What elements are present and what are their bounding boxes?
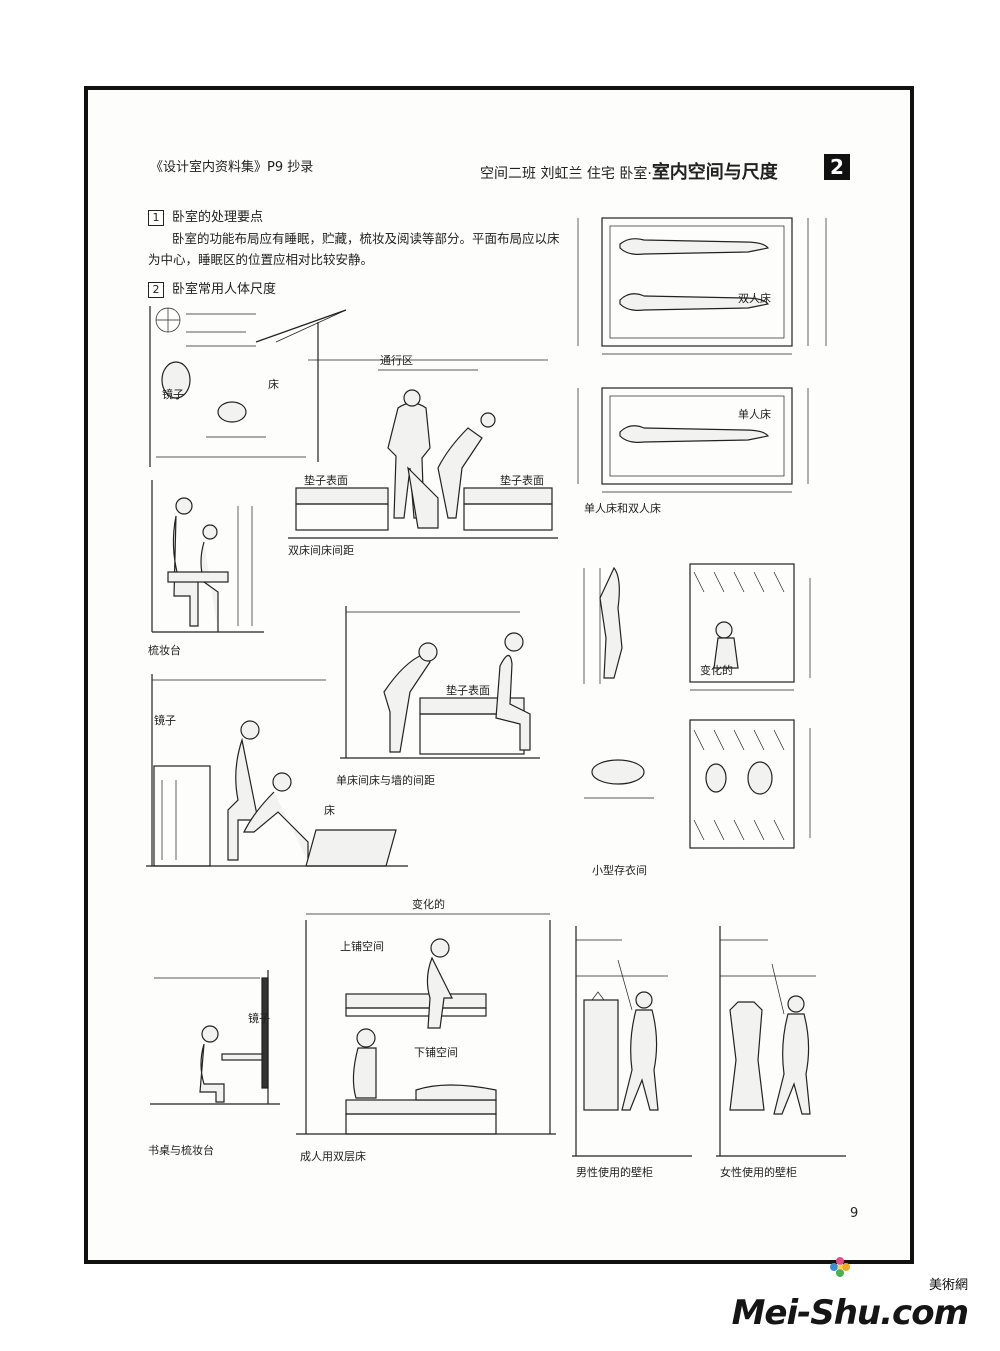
small-wardrobe-drawing	[583, 563, 811, 849]
variable-label-2: 变化的	[412, 898, 445, 911]
mattress-label-3: 垫子表面	[446, 684, 490, 697]
caption-single-bed-wall: 单床间床与墙的间距	[336, 774, 435, 787]
caption-bunk-bed: 成人用双层床	[300, 1150, 366, 1163]
male-wardrobe-drawing	[572, 926, 692, 1157]
document-page: 《设计室内资料集》P9 抄录 空间二班 刘虹兰 住宅 卧室·室内空间与尺度 2 …	[84, 86, 914, 1264]
caption-desk-dressing: 书桌与梳妆台	[148, 1144, 214, 1157]
section-2-number: 2	[148, 282, 164, 298]
section-1-number: 1	[148, 210, 164, 226]
single-bed-wall-drawing	[340, 606, 540, 759]
mattress-label-2: 垫子表面	[500, 474, 544, 487]
section-1-title: 卧室的处理要点	[172, 210, 264, 225]
bed-label-1: 床	[268, 378, 279, 391]
upper-space-label: 上铺空间	[340, 940, 384, 953]
mattress-label-1: 垫子表面	[304, 474, 348, 487]
female-wardrobe-drawing	[716, 926, 846, 1157]
bunk-bed-drawing	[296, 913, 556, 1135]
caption-female-wardrobe: 女性使用的壁柜	[720, 1166, 797, 1179]
twin-bed-gap-drawing	[288, 359, 558, 539]
section-2-title: 卧室常用人体尺度	[172, 282, 277, 297]
bedside-drawing	[146, 674, 408, 867]
dressing-plan-drawing	[149, 306, 347, 467]
watermark-brand-name: Mei-Shu	[731, 1293, 882, 1333]
walkway-label: 通行区	[380, 354, 413, 367]
section-1-heading: 1 卧室的处理要点	[148, 206, 263, 226]
watermark-brand: Mei-Shu.com	[731, 1293, 969, 1333]
variable-label-1: 变化的	[700, 664, 733, 677]
desk-dressing-drawing	[150, 970, 280, 1105]
mirror-label-2: 镜子	[154, 714, 176, 727]
caption-dressing-table: 梳妆台	[148, 644, 181, 657]
watermark-cn: 美術網	[928, 1278, 968, 1293]
page-number: 9	[850, 1206, 859, 1221]
caption-twin-bed-gap: 双床间床间距	[288, 544, 354, 557]
caption-small-wardrobe: 小型存衣间	[592, 864, 647, 877]
watermark-domain: .com	[880, 1293, 969, 1333]
bed-plans-drawing	[577, 217, 827, 493]
lower-space-label: 下铺空间	[414, 1046, 458, 1059]
section-1-body: 卧室的功能布局应有睡眠，贮藏，梳妆及阅读等部分。平面布局应以床为中心，睡眠区的位…	[148, 231, 560, 267]
header-right-note: 空间二班 刘虹兰 住宅 卧室·	[480, 166, 652, 182]
bed-label-2: 床	[324, 804, 335, 817]
caption-male-wardrobe: 男性使用的壁柜	[576, 1166, 653, 1179]
double-bed-label: 双人床	[738, 292, 771, 305]
mirror-label-3: 镜子	[248, 1012, 270, 1025]
header-right: 空间二班 刘虹兰 住宅 卧室·室内空间与尺度	[480, 158, 778, 184]
caption-single-double-bed: 单人床和双人床	[584, 502, 661, 515]
chapter-badge: 2	[824, 154, 850, 180]
page-title: 室内空间与尺度	[651, 162, 778, 183]
dressing-table-drawing	[151, 480, 264, 633]
single-bed-label: 单人床	[738, 408, 771, 421]
mirror-label-1: 镜子	[162, 388, 184, 401]
section-2-heading: 2 卧室常用人体尺度	[148, 278, 276, 298]
flower-logo-icon	[830, 1257, 850, 1277]
watermark-logo: 美術網 Mei-Shu.com	[731, 1274, 969, 1333]
header-left-note: 《设计室内资料集》P9 抄录	[150, 160, 314, 175]
